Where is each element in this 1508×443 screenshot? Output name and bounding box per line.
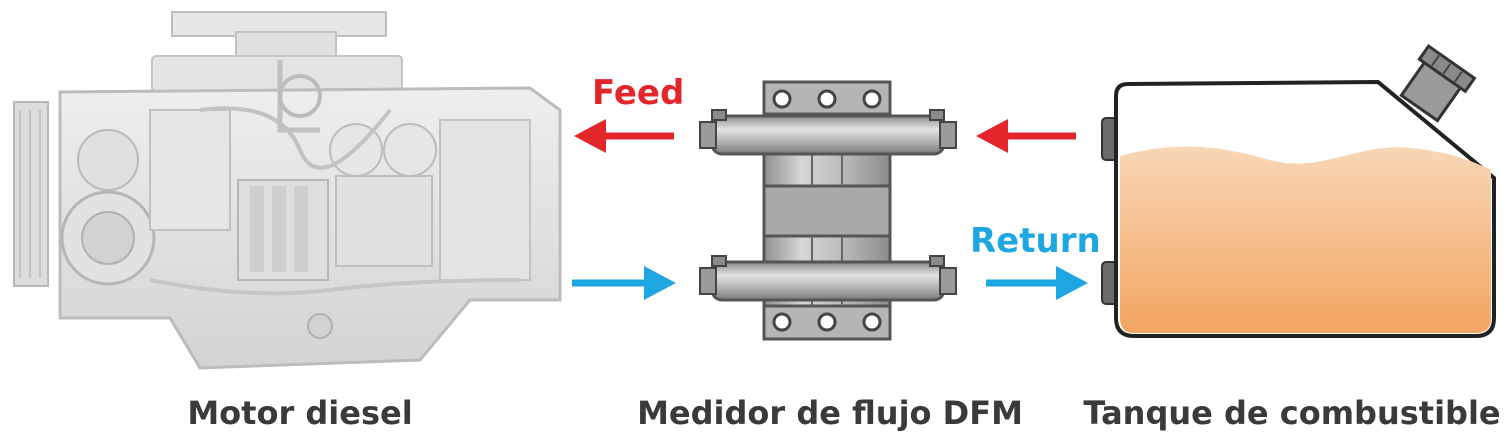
feed-arrow-left (574, 119, 674, 153)
fuel-tank-icon (1102, 46, 1494, 336)
engine-caption: Motor diesel (187, 394, 412, 432)
feed-label: Feed (592, 73, 684, 113)
feed-arrow-right (976, 119, 1076, 153)
diesel-engine-icon (14, 12, 560, 368)
meter-caption: Medidor de flujo DFM (637, 394, 1023, 432)
return-label: Return (970, 221, 1101, 261)
flow-meter-icon (700, 82, 956, 339)
return-arrow-left (572, 266, 676, 300)
tank-caption: Tanque de combustible (1083, 394, 1500, 432)
return-arrow-right (986, 266, 1088, 300)
